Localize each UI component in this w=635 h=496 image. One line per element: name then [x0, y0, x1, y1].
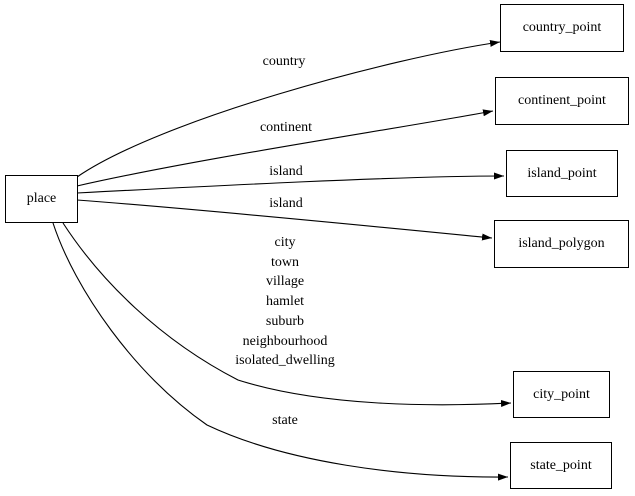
edge-label-city-point: city town village hamlet suburb neighbou…: [235, 233, 335, 371]
edge-place-city-point: [62, 222, 512, 407]
edge-label-island-polygon: island: [269, 196, 303, 212]
edge-place-country-point: [76, 39, 501, 178]
node-place: place: [5, 175, 78, 223]
edge-label-line-neighbourhood: neighbourhood: [242, 333, 328, 349]
node-continent-point-label: continent_point: [518, 93, 606, 108]
node-state-point-label: state_point: [530, 457, 592, 473]
edge-place-state-point: [52, 222, 509, 481]
node-city-point-label: city_point: [533, 386, 590, 402]
node-state-point: state_point: [510, 442, 612, 489]
node-island-point: island_point: [506, 150, 618, 197]
edge-label-line-hamlet: hamlet: [265, 294, 305, 310]
node-country-point: country_point: [500, 4, 624, 52]
edge-label-state: state: [272, 413, 298, 429]
edge-place-island-polygon: [76, 199, 493, 241]
edge-place-continent-point: [76, 109, 494, 187]
edge-place-island-point: [76, 172, 505, 194]
edge-label-line-isolated-dwelling: isolated_dwelling: [235, 353, 335, 369]
node-continent-point: continent_point: [495, 77, 629, 125]
edge-label-island-point: island: [269, 164, 303, 180]
edge-label-line-suburb: suburb: [265, 313, 305, 329]
edge-label-line-city: city: [274, 235, 296, 251]
node-island-polygon: island_polygon: [494, 220, 629, 268]
node-city-point: city_point: [513, 371, 610, 418]
node-island-point-label: island_point: [527, 165, 597, 181]
node-place-label: place: [26, 191, 57, 206]
edge-label-country: country: [262, 54, 306, 70]
node-country-point-label: country_point: [522, 20, 602, 35]
edge-label-continent: continent: [259, 120, 313, 136]
edge-label-line-village: village: [265, 274, 305, 290]
node-island-polygon-label: island_polygon: [518, 236, 605, 251]
edge-label-line-town: town: [270, 254, 299, 270]
